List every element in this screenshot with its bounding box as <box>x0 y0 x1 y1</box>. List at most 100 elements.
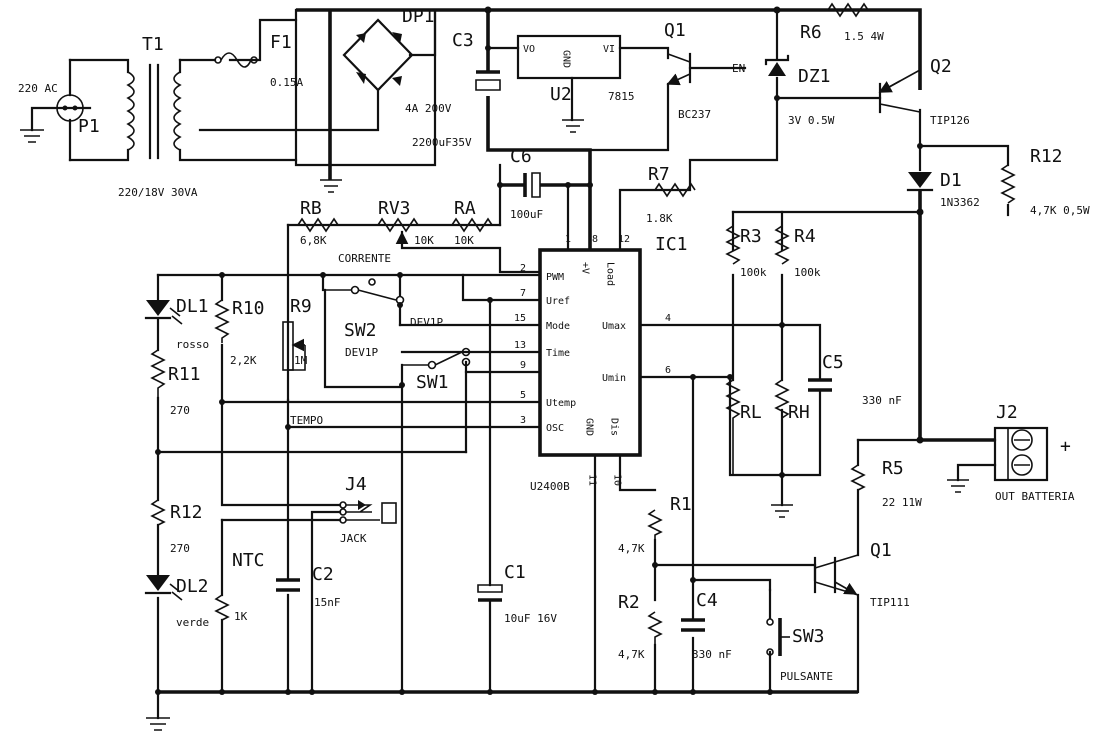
label-dl2-value: verde <box>176 616 209 629</box>
ic1-pinnum: 5 <box>520 390 526 401</box>
resistor-r5: R5 22 11W <box>850 458 922 509</box>
ic1-pinnum: 7 <box>520 288 526 299</box>
u2-vi-label: VI <box>603 44 615 55</box>
ref-r12-bottom: R12 <box>170 502 203 523</box>
ref-c4: C4 <box>696 590 718 611</box>
ic1-u2400b: IC1 +V Load PWM Uref Mode Time Utemp OSC… <box>514 234 688 493</box>
ref-r3: R3 <box>740 226 762 247</box>
ic1-pinnum: 9 <box>520 360 526 371</box>
ref-c5: C5 <box>822 352 844 373</box>
ref-ic1: IC1 <box>655 234 688 255</box>
label-q1-bottom-value: TIP111 <box>870 596 910 609</box>
ref-ntc: NTC <box>232 550 265 571</box>
jack-j4: J4 JACK <box>339 474 397 545</box>
ic1-pin-utemp: Utemp <box>546 398 576 409</box>
label-r3-value: 100k <box>740 266 767 279</box>
ic1-pinnum: 13 <box>514 340 526 351</box>
label-c3-value: 2200uF35V <box>412 136 472 149</box>
capacitor-c3: C3 2200uF35V <box>412 30 501 149</box>
ic1-pin-mode: Mode <box>546 321 570 332</box>
resistor-r11: R11 270 <box>150 349 201 417</box>
regulator-u2: VO VI GND U2 7815 <box>516 34 635 105</box>
label-ntc-value: 1K <box>234 610 248 623</box>
bridge-dp1: DP1 4A 200V <box>294 6 452 132</box>
plug-p1: 220 AC P1 <box>18 82 100 137</box>
label-q2-value: TIP126 <box>930 114 970 127</box>
label-dz1-value: 3V 0.5W <box>788 114 835 127</box>
switch-sw1: SW1 <box>402 347 471 393</box>
ic1-pinnum: 1 <box>565 234 571 245</box>
capacitor-c2: C2 15nF <box>276 564 341 609</box>
ref-c1: C1 <box>504 562 526 583</box>
ref-c3: C3 <box>452 30 474 51</box>
ic1-pinnum: 2 <box>520 263 526 274</box>
label-c4-value: 330 nF <box>692 648 732 661</box>
ref-d1: D1 <box>940 170 962 191</box>
label-t1-value: 220/18V 30VA <box>118 186 198 199</box>
label-r1-value: 4,7K <box>618 542 645 555</box>
resistor-r4: R4 100k <box>774 225 821 279</box>
ic1-pin-umin: Umin <box>602 373 626 384</box>
label-q1-value: BC237 <box>678 108 711 121</box>
label-dev1p-a: DEV1P <box>410 316 443 329</box>
resistor-rh: RH <box>774 379 810 423</box>
ref-dz1: DZ1 <box>798 66 831 87</box>
label-ac-in: 220 AC <box>18 82 58 95</box>
ref-rl: RL <box>740 402 762 423</box>
resistor-r7: R7 1.8K <box>646 164 696 225</box>
ic1-pin-time: Time <box>546 348 570 359</box>
led-dl1: DL1 rosso <box>144 296 209 351</box>
resistor-rl: RL <box>725 379 762 475</box>
label-j2-plus: + <box>1060 436 1071 457</box>
ic1-load-label: Load <box>605 262 616 286</box>
label-c6-value: 100uF <box>510 208 543 221</box>
label-corrente: CORRENTE <box>338 252 391 265</box>
ref-dp1: DP1 <box>402 6 435 27</box>
ic1-pinnum: 3 <box>520 415 526 426</box>
ref-r1: R1 <box>670 494 692 515</box>
resistor-r3: R3 100k <box>725 225 767 279</box>
ref-t1: T1 <box>142 34 164 55</box>
label-c1-value: 10uF 16V <box>504 612 557 625</box>
connector-j2: J2 + OUT BATTERIA <box>993 402 1075 503</box>
ref-dl1: DL1 <box>176 296 209 317</box>
ref-r2: R2 <box>618 592 640 613</box>
ref-j4: J4 <box>345 474 367 495</box>
ref-sw2: SW2 <box>344 320 377 341</box>
ic1-pinnum: 11 <box>587 474 598 486</box>
ground-icon <box>20 119 969 731</box>
ic1-pinnum: 10 <box>612 474 623 486</box>
ref-r10: R10 <box>232 298 265 319</box>
pushbutton-sw3: SW3 PULSANTE <box>766 618 833 683</box>
capacitor-c5: C5 330 nF <box>808 352 902 407</box>
transistor-q1-bc237: Q1 EN BC237 <box>664 20 745 121</box>
ref-rb: RB <box>300 198 322 219</box>
capacitor-c1: C1 10uF 16V <box>477 562 557 625</box>
label-r12-bottom-value: 270 <box>170 542 190 555</box>
label-f1-value: 0.15A <box>270 76 303 89</box>
ref-r6: R6 <box>800 22 822 43</box>
capacitor-c4: C4 330 nF <box>681 590 732 661</box>
ic1-pinnum: 8 <box>592 234 598 245</box>
ic1-pinnum: 4 <box>665 313 671 324</box>
label-dp1-value: 4A 200V <box>405 102 452 115</box>
ref-r11: R11 <box>168 364 201 385</box>
ref-r12-top: R12 <box>1030 146 1063 167</box>
diode-d1: D1 1N3362 <box>906 170 980 209</box>
label-r6-value: 1.5 4W <box>844 30 884 43</box>
transistor-q2-tip126: Q2 TIP126 <box>878 56 970 127</box>
zener-dz1: DZ1 3V 0.5W <box>764 54 835 127</box>
label-rv3-value: 10K <box>414 234 434 247</box>
label-r10-value: 2,2K <box>230 354 257 367</box>
label-u2-value: 7815 <box>608 90 635 103</box>
thermistor-ntc: NTC 1K <box>214 550 265 623</box>
resistor-ra: RA 10K <box>451 198 493 247</box>
ic1-pin-dis: Dis <box>609 418 620 436</box>
resistor-rb: RB 6,8K <box>297 198 339 247</box>
ref-ra: RA <box>454 198 476 219</box>
ic1-pinnum: 6 <box>665 365 671 376</box>
ref-f1: F1 <box>270 32 292 53</box>
label-dl1-value: rosso <box>176 338 209 351</box>
label-rb-value: 6,8K <box>300 234 327 247</box>
